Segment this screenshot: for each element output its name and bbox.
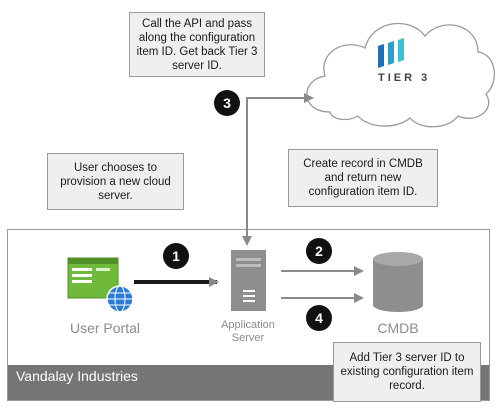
tier3-brand: TIER 3 — [378, 72, 431, 84]
step-2-badge: 2 — [306, 238, 332, 264]
note-user-chooses-text: User chooses to provision a new cloud se… — [60, 161, 171, 202]
step-1-badge: 1 — [163, 243, 189, 269]
step-3-badge: 3 — [214, 90, 240, 116]
svg-text:1: 1 — [172, 248, 180, 264]
organization-name: Vandalay Industries — [16, 368, 138, 384]
svg-text:3: 3 — [223, 95, 231, 111]
note-api-call-text: Call the API and pass along the configur… — [136, 17, 258, 72]
note-api-call: Call the API and pass along the configur… — [129, 12, 265, 77]
note-create-record: Create record in CMDB and return new con… — [288, 149, 438, 207]
note-create-record-text: Create record in CMDB and return new con… — [303, 158, 423, 198]
note-add-server-id-text: Add Tier 3 server ID to existing configu… — [340, 352, 474, 392]
step-4-badge: 4 — [306, 305, 332, 331]
api-call-connector — [246, 93, 314, 241]
user-portal-label: User Portal — [69, 320, 141, 336]
server-icon — [231, 250, 266, 311]
tier3-cloud — [306, 22, 496, 128]
application-server-label: Application Server — [221, 319, 275, 344]
svg-text:2: 2 — [315, 243, 323, 259]
database-icon — [373, 252, 423, 312]
note-add-server-id: Add Tier 3 server ID to existing configu… — [333, 342, 481, 402]
note-user-chooses: User chooses to provision a new cloud se… — [47, 153, 184, 210]
globe-icon — [106, 285, 134, 313]
tier3-logo-icon — [378, 38, 404, 68]
svg-text:4: 4 — [315, 310, 323, 326]
cmdb-label: CMDB — [377, 320, 419, 336]
